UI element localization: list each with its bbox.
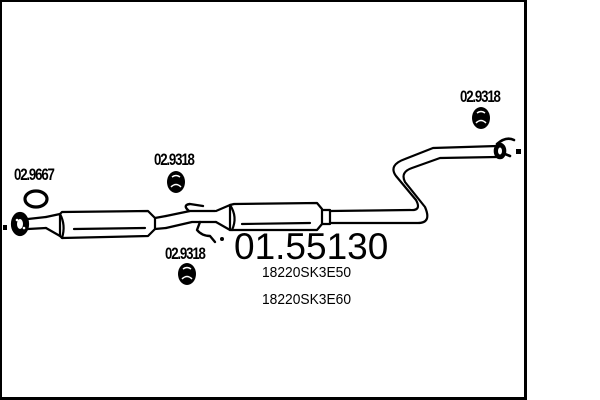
- oem-number-1: 18220SK3E50: [262, 264, 352, 281]
- main-part-number: 01.55130: [234, 226, 389, 267]
- front-flange-icon: [10, 211, 30, 237]
- callout-gasket-label: 02.9667: [14, 165, 55, 184]
- right-end-marker: [516, 149, 521, 154]
- rubber-hanger-icon-2: [178, 263, 196, 285]
- oem-number-2: 18220SK3E60: [262, 291, 352, 308]
- gasket-ring-icon: [23, 189, 49, 209]
- diagram-frame: [0, 0, 527, 400]
- rubber-hanger-icon-3: [472, 107, 490, 129]
- callout-hanger-lower-label: 02.9318: [165, 244, 206, 263]
- hanger-bracket-icon: [184, 202, 217, 244]
- rear-flange-icon: [493, 137, 516, 160]
- rubber-hanger-icon-1: [167, 171, 185, 193]
- callout-hanger-upper-label: 02.9318: [154, 150, 195, 169]
- left-end-marker: [3, 225, 7, 230]
- callout-hanger-right-label: 02.9318: [460, 87, 501, 106]
